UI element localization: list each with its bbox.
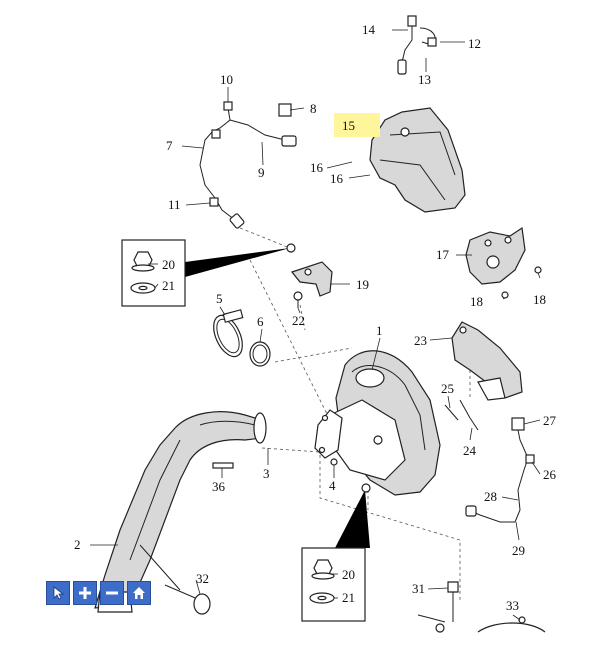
- nox-sensor[interactable]: [465, 417, 535, 523]
- gasket-6[interactable]: [249, 341, 271, 367]
- callout-20b[interactable]: 20: [342, 567, 355, 582]
- bolt-22[interactable]: [293, 291, 303, 308]
- callout-31[interactable]: 31: [412, 581, 425, 596]
- callout-19[interactable]: 19: [356, 277, 369, 292]
- leader-lines: [90, 29, 541, 621]
- callout-21a[interactable]: 21: [162, 278, 175, 293]
- home-button[interactable]: [127, 581, 151, 605]
- zoom-toolbar: [46, 581, 151, 605]
- cursor-button[interactable]: [46, 581, 70, 605]
- heat-shield-turbo[interactable]: [465, 226, 526, 285]
- callout-16b[interactable]: 16: [330, 171, 344, 186]
- callout-18b[interactable]: 18: [533, 292, 546, 307]
- callout-28[interactable]: 28: [484, 489, 497, 504]
- minus-icon: [106, 591, 118, 595]
- nut-4[interactable]: [330, 458, 338, 466]
- callout-33[interactable]: 33: [506, 598, 519, 613]
- callout-27[interactable]: 27: [543, 413, 557, 428]
- callout-6[interactable]: 6: [257, 314, 264, 329]
- catalytic-converter[interactable]: [329, 350, 441, 496]
- callout-1[interactable]: 1: [376, 323, 383, 338]
- flange-3[interactable]: [314, 409, 343, 459]
- assembly-lines: [239, 227, 471, 600]
- callout-24[interactable]: 24: [463, 443, 477, 458]
- callout-20a[interactable]: 20: [162, 257, 175, 272]
- zoom-out-button[interactable]: [100, 581, 124, 605]
- callout-18a[interactable]: 18: [470, 294, 483, 309]
- callout-32[interactable]: 32: [196, 571, 209, 586]
- callout-12[interactable]: 12: [468, 36, 481, 51]
- clamp-5[interactable]: [208, 309, 248, 361]
- stud-36[interactable]: [212, 462, 234, 469]
- callout-36[interactable]: 36: [212, 479, 226, 494]
- detail-box-lower: [301, 483, 371, 622]
- callout-16a[interactable]: 16: [310, 160, 324, 175]
- detail-box-upper: [121, 239, 296, 307]
- callout-29[interactable]: 29: [512, 543, 525, 558]
- callout-8[interactable]: 8: [310, 101, 317, 116]
- studs-24-25[interactable]: [444, 399, 479, 431]
- bolt-31[interactable]: [417, 581, 459, 633]
- callout-22[interactable]: 22: [292, 313, 305, 328]
- oxygen-sensor-lower[interactable]: [199, 101, 297, 229]
- bracket-19[interactable]: [290, 261, 333, 297]
- bracket-23[interactable]: [451, 321, 523, 401]
- callout-25[interactable]: 25: [441, 381, 454, 396]
- rubber-mount-32[interactable]: [164, 584, 211, 615]
- callout-9[interactable]: 9: [258, 165, 265, 180]
- highlight-15: [334, 113, 380, 137]
- plus-icon: [79, 587, 91, 599]
- callout-23[interactable]: 23: [414, 333, 427, 348]
- bolt-18[interactable]: [501, 266, 542, 299]
- cursor-icon: [53, 586, 65, 600]
- home-icon: [133, 587, 145, 599]
- zoom-in-button[interactable]: [73, 581, 97, 605]
- callout-14[interactable]: 14: [362, 22, 376, 37]
- heat-shield-upper[interactable]: [369, 107, 466, 213]
- callout-17[interactable]: 17: [436, 247, 450, 262]
- callout-21b[interactable]: 21: [342, 590, 355, 605]
- callout-5[interactable]: 5: [216, 291, 223, 306]
- callout-15[interactable]: 15: [342, 118, 355, 133]
- callout-13[interactable]: 13: [418, 72, 431, 87]
- callout-7[interactable]: 7: [166, 138, 173, 153]
- callout-4[interactable]: 4: [329, 478, 336, 493]
- callout-3[interactable]: 3: [263, 466, 270, 481]
- oxygen-sensor-upper[interactable]: [397, 15, 437, 75]
- bracket-33[interactable]: [477, 616, 546, 633]
- callout-labels: 14 12 13 10 8 7 9 11 15 16 16 17 18 18 1…: [74, 22, 557, 613]
- callout-10[interactable]: 10: [220, 72, 233, 87]
- callout-2[interactable]: 2: [74, 537, 81, 552]
- callout-26[interactable]: 26: [543, 467, 557, 482]
- callout-11[interactable]: 11: [168, 197, 181, 212]
